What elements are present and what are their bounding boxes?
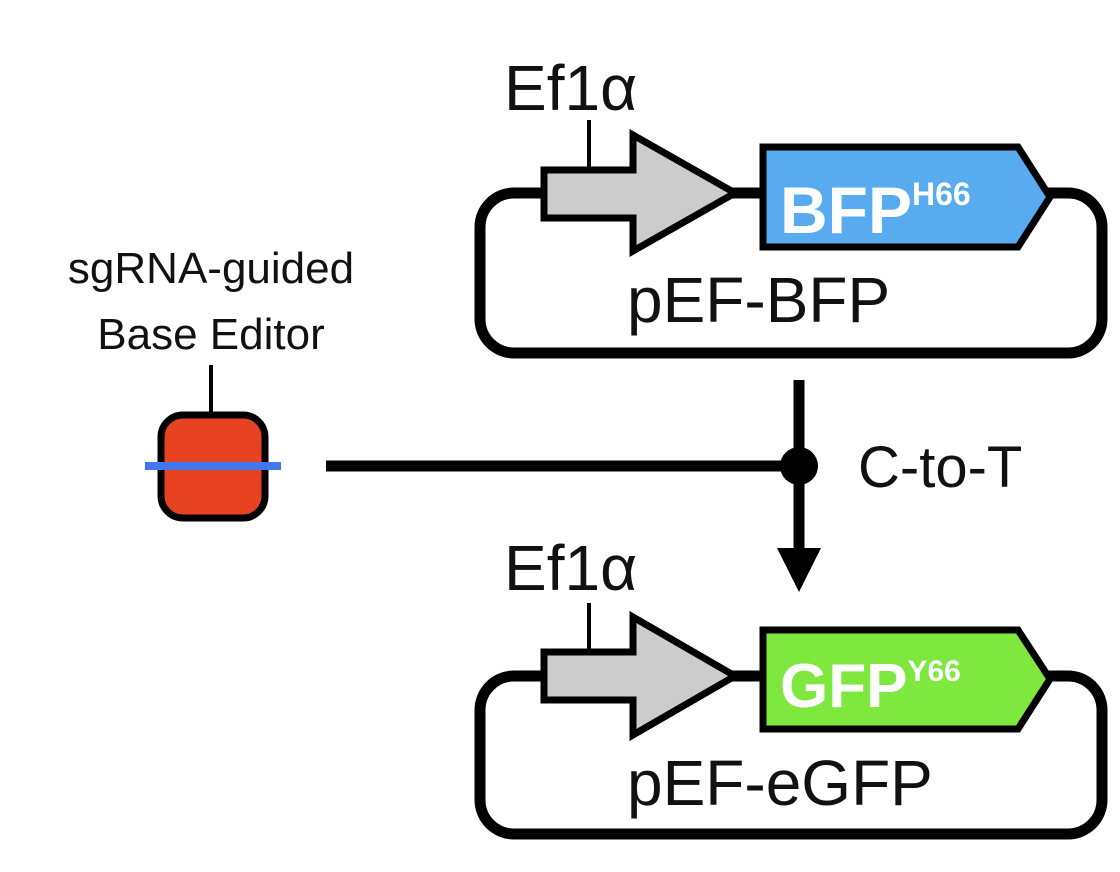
top-gene-superscript: H66	[912, 176, 971, 212]
bottom-gene-box	[759, 626, 1055, 733]
base-editor: sgRNA-guided Base Editor	[68, 244, 799, 522]
top-plasmid-label: pEF-BFP	[627, 264, 890, 336]
bottom-gene-superscript: Y66	[907, 655, 960, 688]
bottom-promoter-label: Ef1α	[504, 532, 637, 604]
top-gene-label: BFPH66	[780, 173, 971, 247]
top-gene-name: BFP	[780, 173, 912, 247]
top-promoter-arrow	[540, 128, 743, 258]
bottom-promoter-arrow	[540, 610, 742, 742]
editor-label-line1: sgRNA-guided	[68, 244, 354, 293]
top-gene-box	[759, 143, 1055, 251]
bottom-construct: GFPY66 Ef1α pEF-eGFP	[474, 532, 1108, 840]
reaction-arrow: C-to-T	[777, 380, 1022, 592]
bottom-plasmid-label: pEF-eGFP	[627, 747, 933, 819]
top-promoter-label: Ef1α	[504, 52, 637, 124]
reaction-label: C-to-T	[858, 435, 1022, 500]
bottom-gene-label: GFPY66	[780, 652, 961, 721]
editor-label-line2: Base Editor	[97, 310, 324, 359]
bottom-gene-name: GFP	[780, 652, 907, 721]
reaction-arrow-head	[777, 548, 821, 592]
top-construct: BFPH66 Ef1α pEF-BFP	[474, 52, 1108, 359]
